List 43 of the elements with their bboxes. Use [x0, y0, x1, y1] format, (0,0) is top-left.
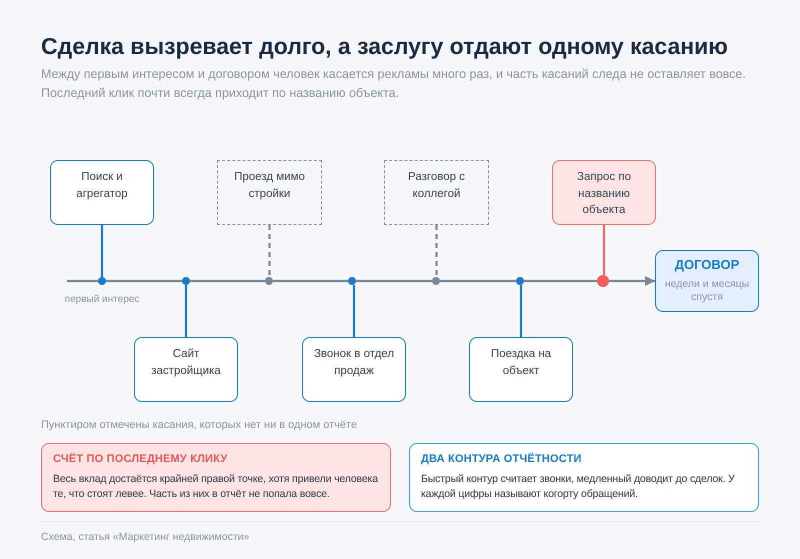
- touchpoint-box: [302, 337, 406, 402]
- panel-text: Весь вклад достаётся крайней правой точке, хотя привели человека те, что стоят левее. Часть из них в отчёт не попала вовсе.: [53, 472, 379, 502]
- connector-line: [352, 285, 356, 337]
- source-note: Схема, статья «Маркетинг недвижимости»: [41, 530, 250, 544]
- timeline-line: [67, 280, 98, 282]
- panel-heading: ДВА КОНТУРА ОТЧЁТНОСТИ: [421, 452, 582, 466]
- connector-line: [184, 285, 188, 337]
- deal-box: [655, 250, 759, 312]
- connector-line: [100, 225, 104, 277]
- timeline-line: [356, 280, 432, 282]
- touchpoint-label: Сайт застройщика: [150, 347, 222, 378]
- connector-line: [520, 285, 522, 337]
- touchpoint-box: [134, 337, 238, 402]
- touchpoint-label: Разговор с коллегой: [407, 170, 466, 202]
- timeline-line: [440, 280, 516, 282]
- note: Пунктиром отмечены касания, которых нет ни в одном отчёте: [41, 418, 358, 432]
- touchpoint-label: Проезд мимо стройки: [233, 170, 306, 202]
- timeline-line: [273, 280, 348, 282]
- timeline-start-label: первый интерес: [64, 293, 140, 306]
- touchpoint-label: Поиск и агрегатор: [75, 170, 129, 202]
- touchpoint-label: Поездка на объект: [490, 347, 552, 378]
- panel-heading: СЧЁТ ПО ПОСЛЕДНЕМУ КЛИКУ: [53, 452, 228, 466]
- timeline-line: [106, 280, 182, 282]
- dashed-connector-line: [435, 225, 438, 277]
- untracked-touchpoint-box: [217, 160, 322, 225]
- touchpoint-box: [469, 337, 573, 402]
- last-click-panel: [41, 443, 391, 512]
- title: Сделка вызревает долго, а заслугу отдают одному касанию: [41, 32, 728, 61]
- timeline-arrow: [609, 276, 655, 286]
- subtitle: Между первым интересом и договором человек касается рекламы много раз, и часть касаний следа не оставляет вовсе. Последний клик почти всегда приходит по названию объекта.: [41, 66, 747, 102]
- timeline-line: [190, 280, 265, 282]
- connector-line: [602, 225, 606, 275]
- panel-text: Быстрый контур считает звонки, медленный доводит до сделок. У каждой цифры называют когорту обращений.: [421, 472, 736, 502]
- untracked-touchpoint-box: [384, 160, 489, 225]
- touchpoint-box: [50, 160, 154, 225]
- touchpoint-label: Запрос по названию объекта: [576, 170, 632, 218]
- reporting-panel: [409, 443, 759, 512]
- touchpoint-label: Звонок в отдел продаж: [312, 347, 396, 378]
- deal-title: ДОГОВОР: [674, 257, 740, 273]
- deal-note: недели и месяцы спустя: [664, 278, 750, 304]
- dashed-connector-line: [268, 225, 271, 277]
- timeline-line: [524, 280, 597, 282]
- last-click-box: [552, 160, 656, 225]
